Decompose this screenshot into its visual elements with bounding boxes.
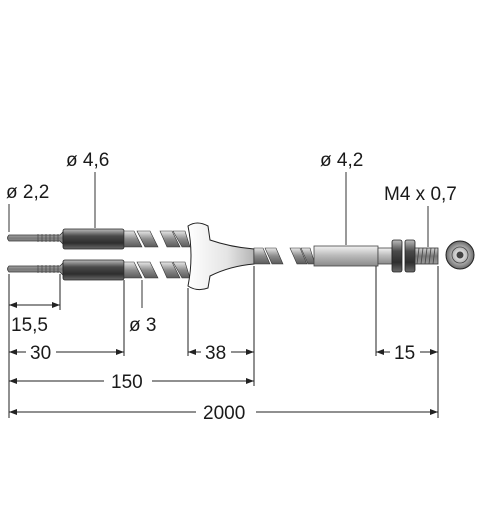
label-dia-cable: ø 4,2: [320, 150, 363, 171]
main-cable: [313, 245, 379, 267]
lower-fiber-spring: [123, 261, 191, 279]
label-thread: M4 x 0,7: [384, 184, 457, 205]
label-len-tip: 15,5: [11, 315, 48, 336]
upper-fiber-tip: [7, 231, 64, 245]
splitter-body: [187, 222, 255, 291]
lower-fiber-sleeve: [62, 259, 125, 281]
hex-nut-2: [404, 239, 416, 273]
hex-nut-1: [391, 239, 403, 273]
main-cable-spring: [253, 247, 316, 265]
cable-to-thread-transition: [377, 247, 393, 265]
extension-lines: [8, 266, 439, 418]
lower-fiber: [7, 259, 191, 281]
label-dia-tip: ø 2,2: [6, 182, 49, 203]
end-face-view: [445, 240, 475, 270]
upper-fiber-tip-knurl: [37, 234, 59, 242]
label-len-2000: 2000: [203, 403, 245, 424]
label-dia-body: ø 4,6: [66, 150, 109, 171]
arrowheads: [9, 302, 438, 415]
lower-fiber-tip: [7, 262, 64, 276]
label-masks: [26, 340, 420, 424]
label-len-38: 38: [205, 343, 226, 364]
threaded-end: [391, 239, 439, 273]
label-dia-sleeve: ø 3: [129, 315, 156, 336]
label-len-15: 15: [394, 343, 415, 364]
lower-fiber-tip-knurl: [37, 265, 59, 273]
upper-fiber-sleeve: [62, 228, 125, 250]
upper-fiber: [7, 228, 191, 250]
label-len-30: 30: [30, 343, 51, 364]
thread-body: [414, 247, 439, 265]
thread-lines: [416, 247, 436, 265]
upper-fiber-spring: [123, 230, 191, 248]
label-len-150: 150: [111, 372, 143, 393]
